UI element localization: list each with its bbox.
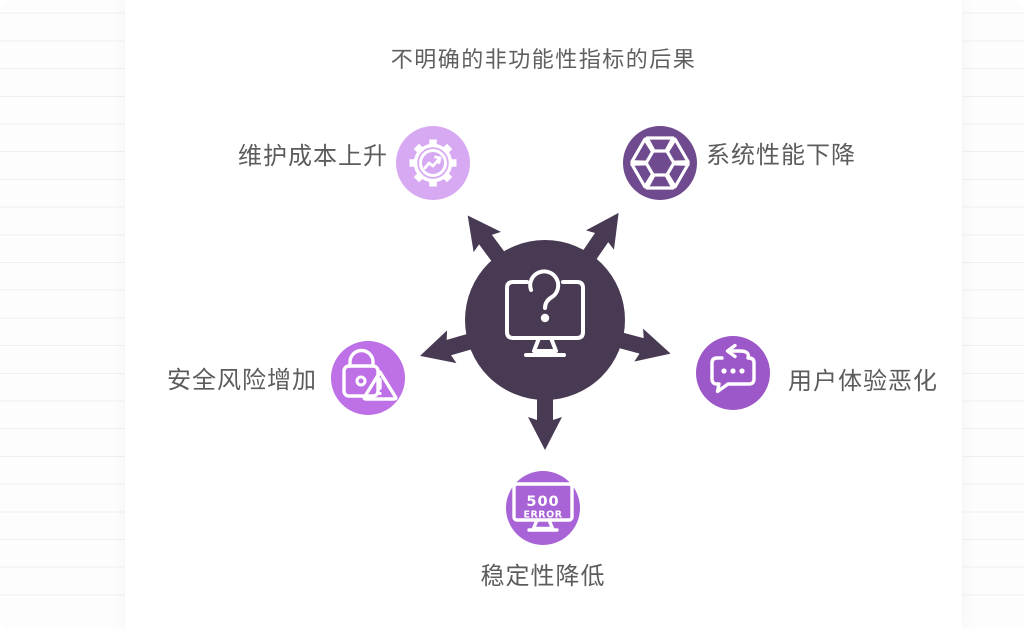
node-label-maintenance: 维护成本上升: [238, 143, 388, 170]
node-label-ux: 用户体验恶化: [788, 368, 938, 395]
node-circle: [506, 471, 580, 545]
arrow-bottom: [528, 378, 562, 450]
gear-trend-icon: [396, 126, 470, 200]
monitor-question-icon: [505, 269, 585, 357]
error-word-text: ERROR: [523, 510, 562, 521]
error-code-text: 500: [526, 494, 559, 510]
error-500-monitor-icon: 500 ERROR: [506, 471, 580, 545]
diagram-title: 不明确的非功能性指标的后果: [390, 47, 697, 72]
lock-warning-icon: [331, 341, 405, 415]
node-label-stability: 稳定性降低: [480, 563, 606, 590]
node-label-security: 安全风险增加: [167, 367, 317, 394]
hexagon-segments-icon: [623, 126, 697, 200]
node-label-performance: 系统性能下降: [706, 142, 856, 169]
node-circle: [396, 126, 470, 200]
central-hub: [420, 212, 671, 450]
chat-reply-icon: [696, 336, 770, 410]
